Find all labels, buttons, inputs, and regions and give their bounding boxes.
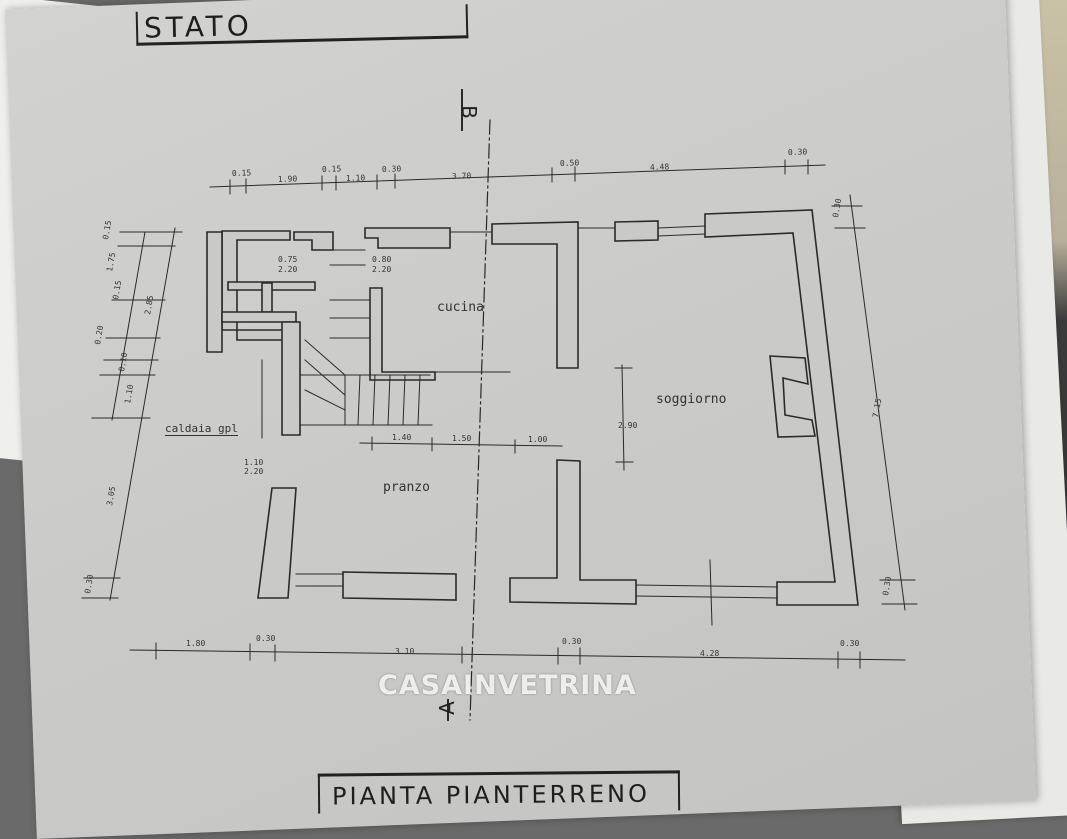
interior-dimension-label: 2.20 bbox=[278, 265, 297, 274]
interior-dimension-label: 2.20 bbox=[372, 265, 391, 274]
left-dimension-label: 3.05 bbox=[105, 486, 117, 507]
walls bbox=[206, 209, 859, 606]
top-dimension-label: 0.30 bbox=[382, 164, 402, 174]
top-dimension-label: 0.30 bbox=[788, 147, 808, 157]
interior-dimension-label: 1.50 bbox=[452, 434, 471, 443]
top-dimension-label: 1.10 bbox=[346, 173, 366, 183]
wall-kitchen-left bbox=[369, 287, 436, 381]
wall-boiler bbox=[281, 321, 301, 436]
section-mark-b: B bbox=[456, 105, 481, 119]
top-dimension-label: 3.70 bbox=[452, 171, 472, 181]
left-dimension-label: 0.30 bbox=[83, 574, 95, 595]
interior-dimension-label: 1.40 bbox=[392, 433, 411, 442]
wall-window-block bbox=[614, 220, 659, 242]
top-dimension-label: 4.48 bbox=[650, 162, 670, 172]
left-dimension-label: 1.75 bbox=[105, 252, 117, 273]
section-marks bbox=[447, 89, 463, 721]
top-dimension-label: 1.90 bbox=[278, 174, 298, 184]
bottom-dimension-line bbox=[129, 642, 906, 669]
top-dimension-line bbox=[209, 159, 826, 195]
top-dimensions: 0.15 1.90 0.15 1.10 0.30 3.70 0.50 4.48 0.30 bbox=[232, 147, 808, 184]
top-dimension-label: 0.50 bbox=[560, 158, 580, 168]
left-dimension-label: 1.10 bbox=[123, 384, 135, 405]
left-dimension-label: 0.15 bbox=[101, 220, 113, 241]
wall-dining-bottom bbox=[342, 571, 457, 601]
bottom-dimension-label: 1.80 bbox=[186, 639, 205, 648]
watermark: CASAINVETRINA bbox=[378, 670, 637, 701]
right-dimensions: 0.30 7.15 0.30 bbox=[831, 198, 893, 597]
wall-left-column bbox=[206, 231, 223, 353]
window-lines bbox=[295, 225, 778, 599]
left-dimension-label: 0.20 bbox=[93, 325, 105, 346]
wall-living-outer bbox=[704, 209, 859, 606]
interior-dimension-label: 2.20 bbox=[244, 467, 263, 476]
room-label-living: soggiorno bbox=[656, 392, 727, 407]
interior-dimension-label: 0.75 bbox=[278, 255, 297, 264]
left-dimension-label: 0.10 bbox=[117, 352, 129, 373]
room-label-boiler: caldaia gpl bbox=[165, 422, 238, 436]
wall-dining-left bbox=[257, 487, 297, 599]
staircase bbox=[299, 249, 511, 426]
bottom-dimensions: 1.80 0.30 3.10 0.30 4.28 0.30 bbox=[186, 634, 859, 658]
interior-dimension-label: 1.10 bbox=[244, 458, 263, 467]
bottom-dimension-label: 0.30 bbox=[562, 637, 581, 646]
top-dimension-label: 0.15 bbox=[322, 164, 342, 174]
right-dimension-label: 7.15 bbox=[871, 398, 883, 419]
wall-small-block bbox=[261, 282, 273, 313]
section-mark-a: A bbox=[434, 701, 459, 715]
interior-dimension-label: 1.00 bbox=[528, 435, 547, 444]
bottom-dimension-label: 0.30 bbox=[840, 639, 859, 648]
wall-kitchen-top-right bbox=[491, 221, 579, 369]
interior-dimension-label: 2.90 bbox=[618, 421, 637, 430]
wall-fireplace bbox=[769, 355, 816, 438]
room-label-kitchen: cucina bbox=[437, 300, 484, 315]
interior-dimension-label: 0.80 bbox=[372, 255, 391, 264]
top-dimension-label: 0.15 bbox=[232, 168, 252, 178]
wall-upper-mid bbox=[293, 231, 334, 251]
drawing-footer: PIANTA PIANTERRENO bbox=[317, 770, 681, 814]
bottom-dimension-label: 3.10 bbox=[395, 647, 414, 656]
room-label-dining: pranzo bbox=[383, 480, 430, 495]
right-dimension-line bbox=[831, 194, 918, 611]
right-dimension-label: 0.30 bbox=[831, 198, 843, 219]
left-dimension-lines bbox=[81, 227, 183, 601]
right-dimension-label: 0.30 bbox=[881, 576, 893, 597]
left-dimension-label: 2.85 bbox=[143, 295, 155, 316]
left-dimensions: 0.15 1.75 0.15 0.20 2.85 0.10 1.10 3.05 0.30 bbox=[83, 220, 155, 595]
wall-living-divider bbox=[509, 459, 637, 605]
bottom-dimension-label: 4.28 bbox=[700, 649, 719, 658]
wall-wc bbox=[221, 311, 297, 323]
bottom-dimension-label: 0.30 bbox=[256, 634, 275, 643]
floor-plan-drawing: 0.15 1.90 0.15 1.10 0.30 3.70 0.50 4.48 0.30 1.8… bbox=[81, 89, 918, 721]
wall-upper-right-a bbox=[364, 227, 451, 249]
section-axis-line bbox=[469, 119, 491, 721]
interior-dimension-lines bbox=[261, 359, 713, 626]
left-dimension-label: 0.15 bbox=[111, 280, 123, 301]
